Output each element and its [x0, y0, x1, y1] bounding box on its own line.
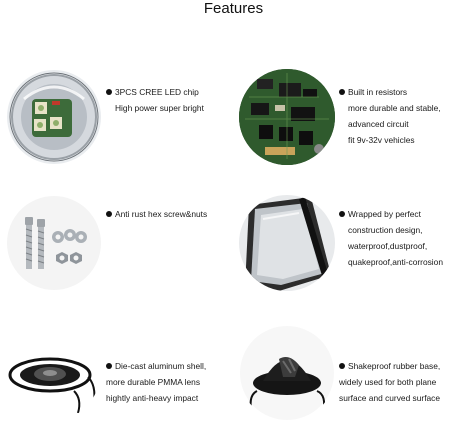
feature-line: fit 9v-32v vehicles	[348, 135, 415, 145]
feature-text: Die-cast aluminum shell, more durable PM…	[106, 358, 206, 406]
feature-line: more durable and stable,	[348, 103, 441, 113]
feature-line: surface and curved surface	[339, 393, 441, 403]
bullet-icon	[106, 363, 112, 369]
screws-nuts-icon	[6, 195, 102, 291]
feature-text: Anti rust hex screw&nuts	[106, 206, 207, 222]
bullet-icon	[339, 89, 345, 95]
circuit-board-icon	[239, 69, 335, 165]
bullet-icon	[106, 89, 112, 95]
feature-line: advanced circuit	[348, 119, 409, 129]
housing-edge-icon	[239, 195, 335, 291]
feature-line: Built in resistors	[339, 84, 441, 100]
feature-line: High power super bright	[115, 103, 204, 113]
feature-line: hightly anti-heavy impact	[106, 393, 199, 403]
feature-text: Wrapped by perfect construction design, …	[339, 206, 443, 270]
feature-line: quakeproof,anti-corrosion	[348, 257, 443, 267]
bullet-icon	[339, 211, 345, 217]
bullet-icon	[339, 363, 345, 369]
feature-line: construction design,	[348, 225, 423, 235]
feature-line: 3PCS CREE LED chip	[106, 84, 204, 100]
rock-light-shell-icon	[4, 325, 100, 421]
feature-line: more durable PMMA lens	[106, 377, 201, 387]
feature-text: 3PCS CREE LED chip High power super brig…	[106, 84, 204, 116]
led-chip-board-icon	[6, 69, 102, 165]
bullet-icon	[106, 211, 112, 217]
feature-line: Wrapped by perfect	[339, 206, 443, 222]
feature-text: Shakeproof rubber base, widely used for …	[339, 358, 440, 406]
feature-line: widely used for both plane	[339, 377, 437, 387]
feature-line: Die-cast aluminum shell,	[106, 358, 206, 374]
feature-line: waterproof,dustproof,	[348, 241, 428, 251]
page-title: Features	[203, 0, 264, 17]
feature-text: Built in resistors more durable and stab…	[339, 84, 441, 148]
rubber-base-icon	[239, 325, 335, 421]
feature-line: Shakeproof rubber base,	[339, 358, 440, 374]
feature-line: Anti rust hex screw&nuts	[106, 206, 207, 222]
